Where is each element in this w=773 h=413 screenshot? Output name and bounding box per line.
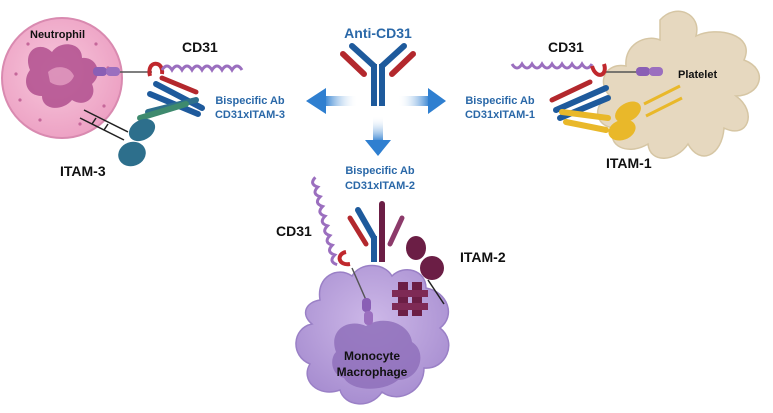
platelet-antibody-line2: CD31xITAM-1 [465,109,535,121]
itam3-receptor [79,109,156,167]
arrow-down [365,116,391,156]
neutrophil-cd31-receptor [93,61,244,77]
itam1-label: ITAM-1 [606,155,652,171]
itam1-receptor [608,84,683,141]
macrophage-antibody-line1: Bispecific Ab [345,165,415,177]
neutrophil-cell [1,17,123,139]
macrophage-cd31-receptor [311,176,373,325]
title-anti-cd31: Anti-CD31 [344,25,412,41]
macrophage-bispecific-antibody [347,201,405,262]
arrow-left [306,88,358,114]
neutrophil-antibody-line2: CD31xITAM-3 [215,109,285,121]
platelet-cd31-receptor [510,61,607,77]
neutrophil-antibody-line1: Bispecific Ab [215,95,285,107]
macrophage-label-line1: Monocyte [344,349,400,363]
neutrophil-cd31-label: CD31 [182,39,218,55]
macrophage-cell [295,264,450,405]
platelet-cd31-label: CD31 [548,39,584,55]
anti-cd31-antibody [340,43,416,106]
itam2-receptor [392,236,445,316]
itam2-label: ITAM-2 [460,249,506,265]
macrophage-cd31-label: CD31 [276,223,312,239]
neutrophil-bispecific-antibody [137,75,205,121]
itam3-label: ITAM-3 [60,163,106,179]
neutrophil-label: Neutrophil [30,29,85,41]
macrophage-antibody-line2: CD31xITAM-2 [345,180,415,192]
platelet-antibody-line1: Bispecific Ab [465,95,535,107]
platelet-bispecific-antibody [549,79,611,133]
arrow-right [398,88,446,114]
macrophage-label-line2: Macrophage [337,365,408,379]
platelet-label: Platelet [678,69,717,81]
